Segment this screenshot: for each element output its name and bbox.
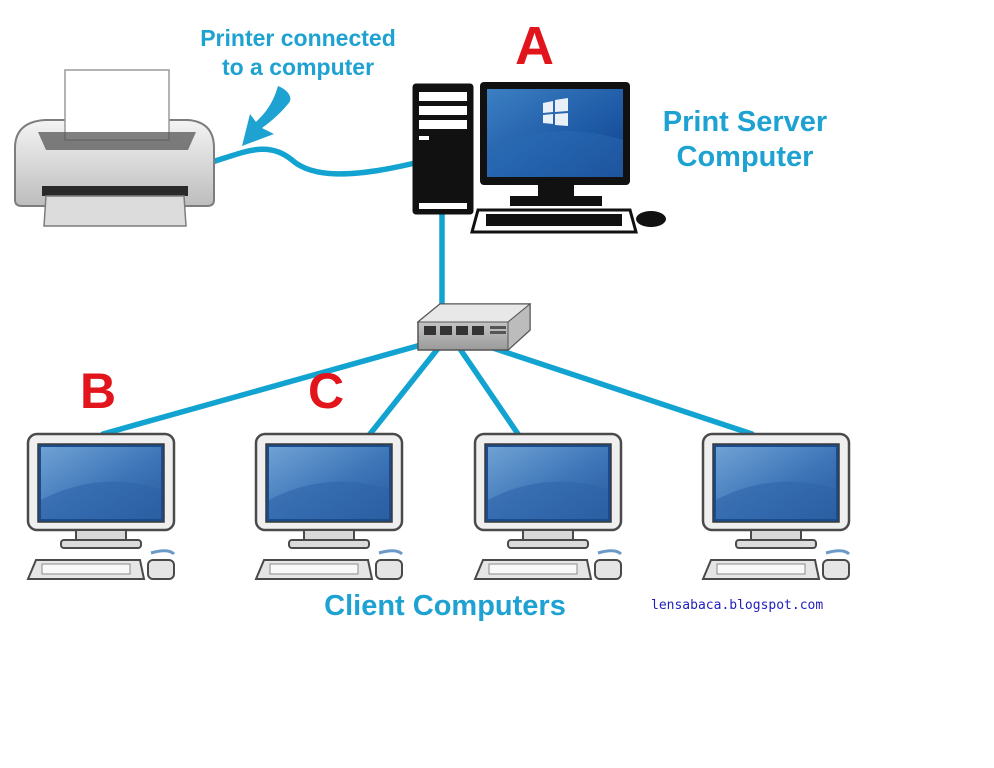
client-computers-label: Client Computers	[324, 590, 566, 622]
network-switch-icon	[416, 302, 532, 352]
server-letter-a: A	[515, 16, 554, 76]
client-computer-4-icon	[701, 432, 851, 581]
printer-connected-label: Printer connected to a computer	[178, 24, 418, 82]
switch-to-client-c-cable	[367, 343, 443, 437]
printer-icon	[14, 69, 215, 227]
client-letter-c: C	[308, 363, 345, 419]
curved-arrow-icon	[242, 86, 291, 146]
printer-note-line1: Printer connected	[200, 25, 396, 51]
print-server-label: Print Server Computer	[640, 105, 850, 175]
server-keyboard-icon	[470, 208, 638, 234]
client-computer-c-icon	[254, 432, 404, 581]
client-computer-b-icon	[26, 432, 176, 581]
network-cables	[100, 146, 755, 437]
printer-note-line2: to a computer	[221, 54, 375, 80]
server-monitor-icon	[480, 82, 630, 206]
server-mouse-icon	[636, 211, 666, 227]
server-label-line1: Print Server	[662, 106, 828, 138]
client-letter-b: B	[80, 363, 117, 419]
switch-to-client-b-cable	[100, 340, 431, 437]
switch-to-client-3-cable	[455, 343, 521, 437]
printer-cable	[209, 146, 418, 177]
windows-logo-icon	[543, 98, 568, 126]
server-label-line2: Computer	[676, 141, 814, 173]
server-tower-icon	[412, 83, 474, 215]
switch-to-client-4-cable	[475, 340, 755, 437]
client-computer-3-icon	[473, 432, 623, 581]
blog-watermark: lensabaca.blogspot.com	[651, 598, 824, 613]
